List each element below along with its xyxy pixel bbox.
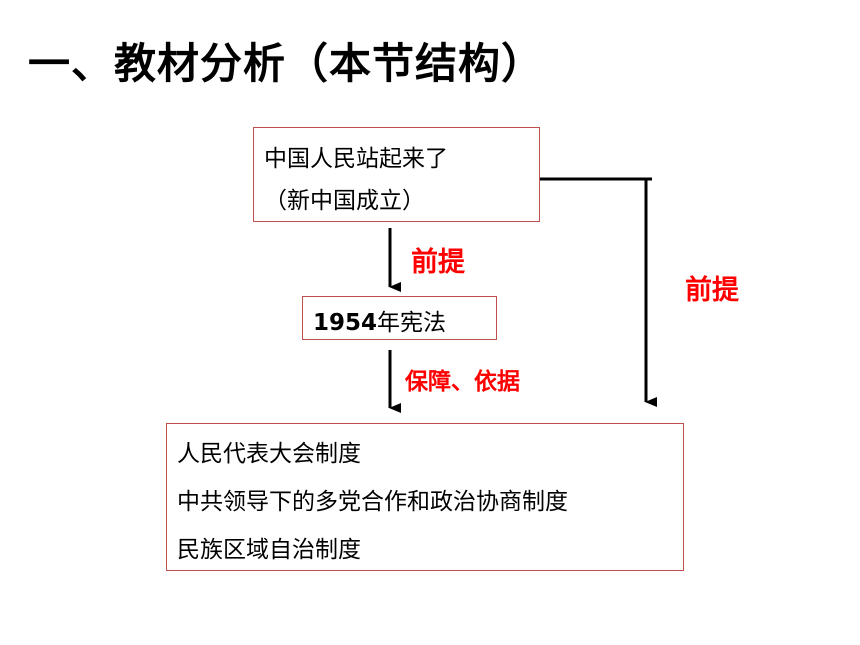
node-constitution-year: 1954 [313, 310, 378, 336]
node-new-china: 中国人民站起来了 （新中国成立） [253, 127, 540, 222]
node-political-systems: 人民代表大会制度 中共领导下的多党合作和政治协商制度 民族区域自治制度 [166, 423, 684, 571]
node-new-china-line2: （新中国成立） [264, 188, 425, 214]
page-title: 一、教材分析（本节结构） [28, 39, 545, 88]
system-item: 民族区域自治制度 [177, 537, 361, 563]
system-item: 中共领导下的多党合作和政治协商制度 [177, 489, 568, 515]
node-constitution-text: 年宪法 [377, 310, 447, 336]
node-new-china-line1: 中国人民站起来了 [264, 146, 448, 172]
node-constitution-1954: 1954年宪法 [302, 296, 497, 340]
edge-label-premise-2: 前提 [685, 275, 739, 306]
edge-label-guarantee: 保障、依据 [405, 369, 520, 395]
system-item: 人民代表大会制度 [177, 441, 361, 467]
edge-label-premise-1: 前提 [411, 247, 465, 278]
